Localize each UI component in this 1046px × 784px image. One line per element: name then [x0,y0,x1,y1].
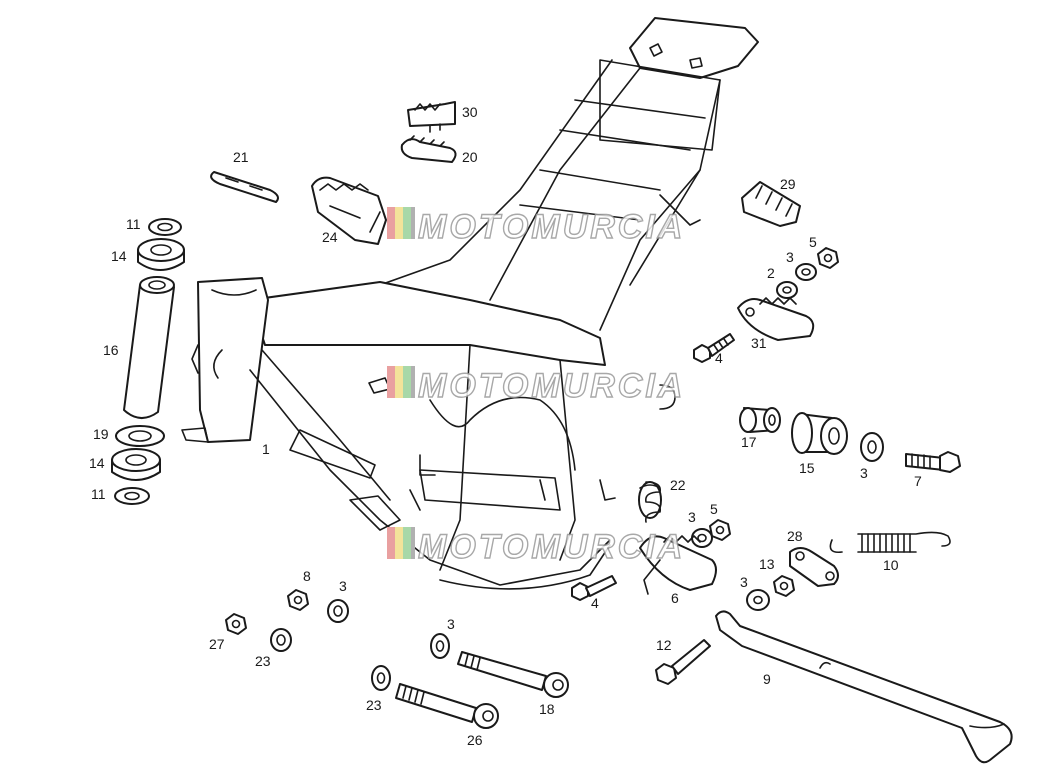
callout-footpeg-31: 31 [751,335,767,351]
callout-washer-19: 19 [93,426,109,442]
callout-pad-30: 30 [462,104,478,120]
watermark-text: MOTOMURCIA [418,208,685,246]
callout-nut-13: 13 [759,556,775,572]
callout-washer: 3 [786,249,794,265]
callout-washer-23: 23 [255,653,271,669]
watermark-text: MOTOMURCIA [418,528,685,566]
callout-washer: 3 [860,465,868,481]
callout-bearing-cup: 14 [111,248,127,264]
callout-labels: 1 2 3 3 3 3 3 3 4 4 5 5 6 8 9 10 11 11 1… [89,104,922,748]
callout-nut: 5 [710,501,718,517]
callout-steering-tube: 16 [103,342,119,358]
callout-washer-23: 23 [366,697,382,713]
callout-bushing: 17 [741,434,757,450]
callout-spring-22: 22 [670,477,686,493]
frame-assembly [181,17,759,590]
callout-sidestand: 9 [763,671,771,687]
callout-footpeg-24: 24 [322,229,338,245]
callout-spring-10: 10 [883,557,899,573]
callout-right-footpeg: 6 [671,590,679,606]
callout-top-washer: 11 [126,216,141,232]
watermark-bottom: MOTOMURCIA [387,527,685,567]
callout-washer: 3 [447,616,455,632]
callout-bottom-washer: 11 [91,486,106,502]
callout-nut-27: 27 [209,636,225,652]
sidestand-parts [571,481,1013,764]
callout-long-bolt-18: 18 [539,701,555,717]
right-footpeg-parts [693,181,839,363]
left-footpeg-parts [210,101,457,245]
callout-bolt: 4 [591,595,599,611]
callout-bracket-28: 28 [787,528,803,544]
callout-bolt-12: 12 [656,637,672,653]
callout-nut: 5 [809,234,817,250]
callout-washer: 3 [688,509,696,525]
callout-nut-8: 8 [303,568,311,584]
callout-washer: 3 [339,578,347,594]
callout-bracket-21: 21 [233,149,249,165]
callout-rubber-29: 29 [780,176,796,192]
watermark-top: MOTOMURCIA [387,207,685,247]
callout-washer: 3 [740,574,748,590]
callout-spring-washer: 2 [767,265,775,281]
callout-bearing-cup: 14 [89,455,105,471]
callout-frame: 1 [262,441,270,457]
pivot-parts [739,407,961,473]
callout-bolt-7: 7 [914,473,922,489]
callout-spacer: 15 [799,460,815,476]
watermark-text: MOTOMURCIA [418,367,685,405]
callout-bolt: 4 [715,350,723,366]
watermark-middle: MOTOMURCIA [387,366,685,406]
callout-long-bolt-26: 26 [467,732,483,748]
lower-hardware [225,589,569,729]
headstock-parts [111,218,185,505]
callout-peg-20: 20 [462,149,478,165]
